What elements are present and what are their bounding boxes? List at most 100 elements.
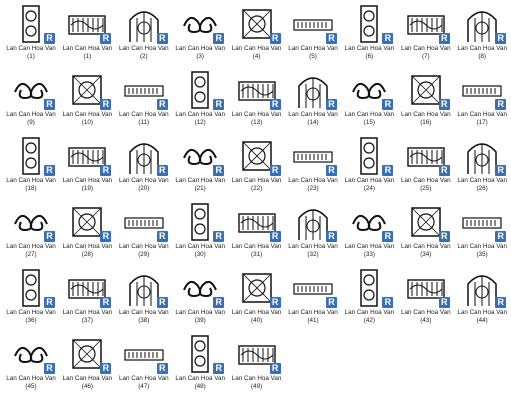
railing-preview-icon (180, 268, 220, 308)
family-number: (12) (194, 119, 206, 126)
revit-badge-icon: R (44, 363, 55, 374)
railing-preview-icon (462, 70, 502, 110)
railing-preview-icon (349, 136, 389, 176)
revit-badge-icon: R (382, 165, 394, 176)
family-label: Lan Can Hoa Van (344, 45, 395, 52)
railing-preview-icon (237, 334, 277, 374)
family-label: Lan Can Hoa Van (231, 309, 282, 316)
railing-preview-icon (124, 4, 164, 44)
railing-preview-icon (406, 268, 446, 308)
family-label: Lan Can Hoa Van (288, 309, 338, 316)
revit-badge-icon: R (438, 99, 450, 110)
family-number: (45) (25, 383, 37, 390)
railing-preview-icon (293, 4, 333, 44)
railing-preview-icon (67, 334, 107, 374)
family-label: Lan Can Hoa Van (344, 111, 395, 118)
family-number: (47) (138, 383, 150, 390)
family-number: (2) (139, 53, 148, 60)
family-number: (41) (307, 317, 319, 324)
revit-badge-icon: R (326, 165, 337, 176)
revit-badge-icon: R (44, 33, 55, 44)
railing-preview-icon (124, 70, 164, 110)
revit-badge-icon: R (326, 297, 337, 308)
family-number: (36) (25, 317, 37, 324)
family-label: Lan Can Hoa Van (6, 177, 56, 184)
railing-preview-icon (462, 268, 502, 308)
family-label: Lan Can Hoa Van (288, 243, 338, 250)
railing-preview-icon (11, 4, 51, 44)
family-label: Lan Can Hoa Van (400, 309, 451, 316)
revit-badge-icon: R (382, 99, 394, 110)
railing-preview-icon (67, 136, 107, 176)
family-number: (17) (476, 119, 488, 126)
revit-badge-icon: R (100, 363, 112, 374)
family-label: Lan Can Hoa Van (457, 177, 507, 184)
family-number: (14) (307, 119, 319, 126)
railing-preview-icon (349, 202, 389, 242)
revit-badge-icon: R (213, 99, 225, 110)
family-number: (29) (138, 251, 150, 258)
family-label: Lan Can Hoa Van (175, 111, 225, 118)
revit-badge-icon: R (213, 363, 225, 374)
family-number: (27) (25, 251, 37, 258)
revit-badge-icon: R (438, 33, 450, 44)
railing-preview-icon (180, 202, 220, 242)
family-label: Lan Can Hoa Van (457, 243, 507, 250)
family-number: (38) (138, 317, 150, 324)
family-number: (46) (81, 383, 93, 390)
railing-preview-icon (406, 70, 446, 110)
revit-badge-icon: R (156, 297, 168, 308)
family-number: (48) (194, 383, 206, 390)
